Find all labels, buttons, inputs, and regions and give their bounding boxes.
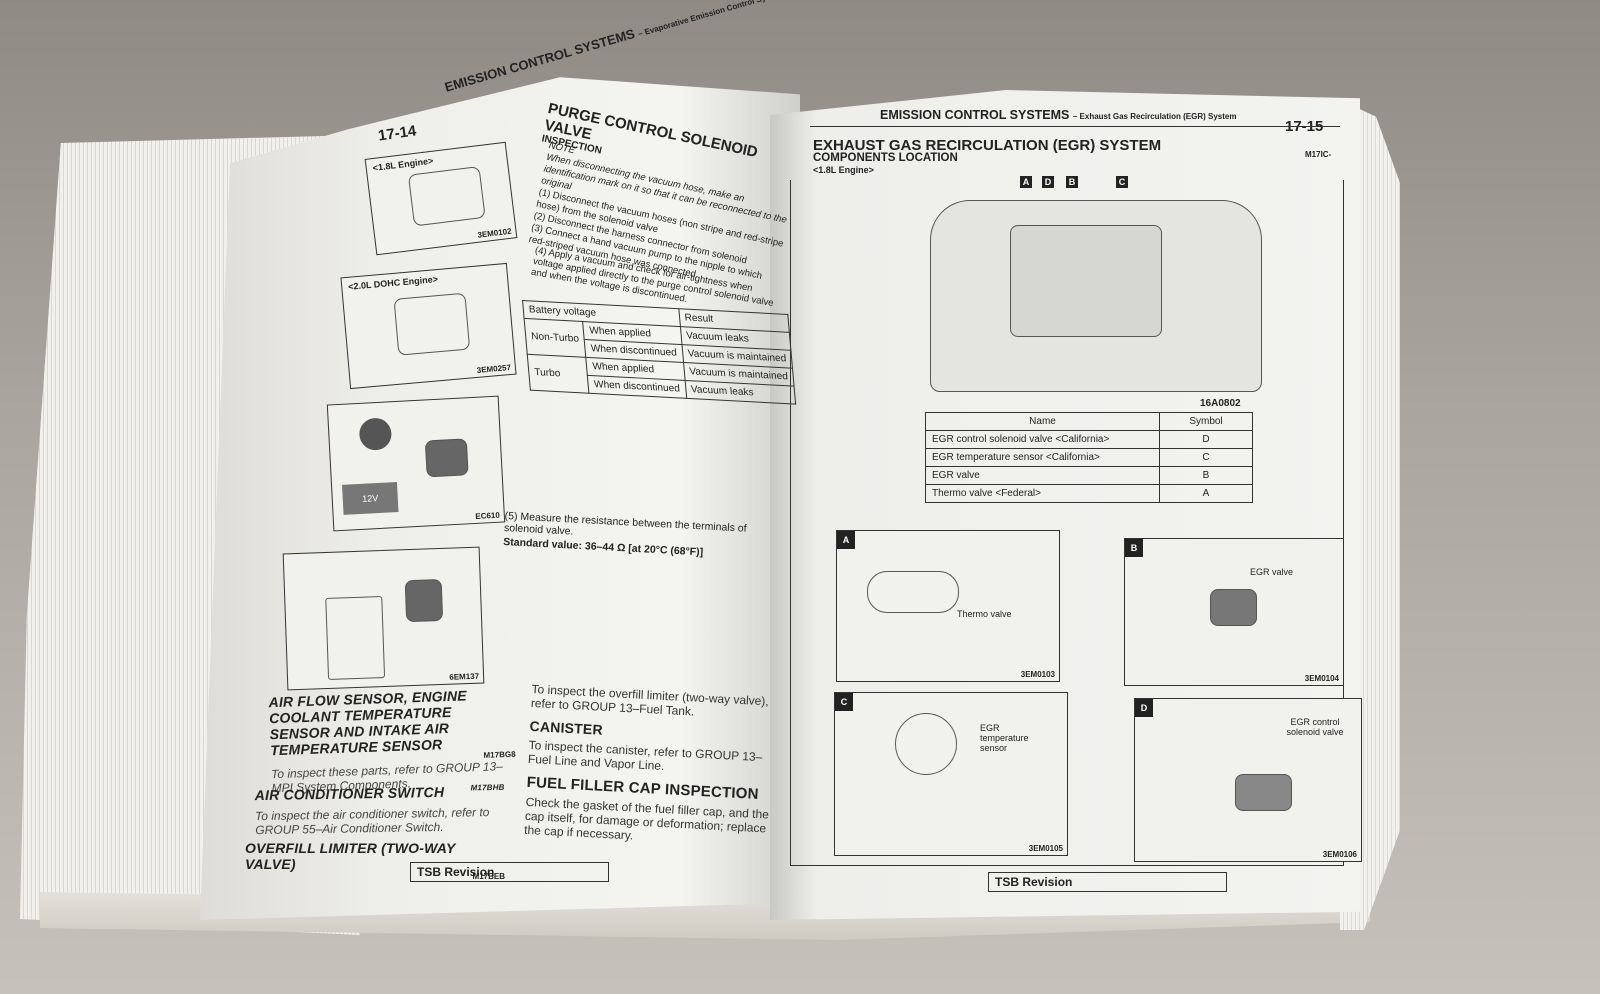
figure-tag: B xyxy=(1125,539,1143,557)
header-title: EMISSION CONTROL SYSTEMS xyxy=(442,26,637,95)
section-text: Check the gasket of the fuel filler cap,… xyxy=(523,794,770,843)
engine-block-sketch xyxy=(1010,225,1162,337)
section-code: M17IC- xyxy=(1305,150,1332,159)
section-heading: AIR CONDITIONER SWITCH xyxy=(254,783,445,804)
table-cell: EGR temperature sensor <California> xyxy=(925,448,1160,467)
figure-code: 3EM0104 xyxy=(1304,674,1339,683)
detail-figure-d: D EGR control solenoid valve 3EM0106 xyxy=(1134,698,1362,862)
left-page-content: 17-14 EMISSION CONTROL SYSTEMS – Evapora… xyxy=(245,0,810,910)
engine-sketch xyxy=(407,166,486,227)
diagram-tag: D xyxy=(1042,176,1054,188)
figure-label: EGR valve xyxy=(1250,567,1294,577)
header-subtitle: – Evaporative Emission Control System xyxy=(637,0,785,39)
figure-battery-test: 12V EC610 xyxy=(326,395,506,532)
page-header: EMISSION CONTROL SYSTEMS – Evaporative E… xyxy=(443,0,785,95)
header-title: EMISSION CONTROL SYSTEMS xyxy=(880,108,1070,122)
table-row: EGR control solenoid valve <California>D xyxy=(925,430,1253,449)
figure-2-0l-engine: <2.0L DOHC Engine> 3EM0257 xyxy=(340,262,517,390)
figure-tag: A xyxy=(837,531,855,549)
figure-label: EGR temperature sensor xyxy=(980,723,1029,753)
table-row: Thermo valve <Federal>A xyxy=(925,484,1253,503)
table-header: Name xyxy=(925,412,1160,431)
table-cell: When discontinued xyxy=(587,375,687,399)
figure-tag: C xyxy=(835,693,853,711)
header-subtitle: – Exhaust Gas Recirculation (EGR) System xyxy=(1072,112,1237,121)
table-header: Symbol xyxy=(1159,412,1253,431)
figure-code: 3EM0102 xyxy=(476,226,513,240)
subsection-title: COMPONENTS LOCATION xyxy=(813,152,958,164)
tsb-revision-footer: TSB Revision xyxy=(410,862,609,882)
figure-code: 3EM0106 xyxy=(1322,850,1357,859)
figure-label: <2.0L DOHC Engine> xyxy=(347,274,439,292)
section-heading: AIR FLOW SENSOR, ENGINE COOLANT TEMPERAT… xyxy=(268,687,468,759)
table-cell: B xyxy=(1159,466,1253,485)
solenoid-sketch xyxy=(404,578,444,623)
figure-1-8l-engine: <1.8L Engine> 3EM0102 xyxy=(364,141,518,256)
section-heading: OVERFILL LIMITER (TWO-WAY VALVE) xyxy=(245,840,456,872)
figure-tag: D xyxy=(1135,699,1153,717)
engine-sketch xyxy=(393,292,471,356)
connector-sketch xyxy=(424,438,469,478)
detail-figure-a: A Thermo valve 3EM0103 xyxy=(836,530,1060,682)
section-text: To inspect the overfill limiter (two-way… xyxy=(530,682,770,719)
hose-sketch xyxy=(867,571,959,613)
right-page-header: EMISSION CONTROL SYSTEMS – Exhaust Gas R… xyxy=(880,108,1236,122)
engine-label: <1.8L Engine> xyxy=(813,165,874,175)
page-frame xyxy=(790,180,1344,866)
table-cell: EGR valve xyxy=(925,466,1160,485)
figure-code: 6EM137 xyxy=(449,671,480,682)
diagram-tag: C xyxy=(1116,176,1128,188)
diagram-code: 16A0802 xyxy=(1200,398,1241,409)
table-cell: EGR control solenoid valve <California> xyxy=(925,430,1160,449)
figure-code: EC610 xyxy=(475,510,501,521)
header-rule xyxy=(810,126,1340,127)
diagram-tag: B xyxy=(1066,176,1078,188)
section-code: M17BEB xyxy=(472,872,505,881)
solenoid-sketch xyxy=(1235,774,1292,811)
table-cell: D xyxy=(1159,430,1253,449)
detail-figure-b: B EGR valve 3EM0104 xyxy=(1124,538,1344,686)
tsb-revision-footer: TSB Revision xyxy=(988,872,1227,892)
ac-switch-section: AIR CONDITIONER SWITCH M17BHB To inspect… xyxy=(255,783,506,837)
detail-figure-c: C EGR temperature sensor 3EM0105 xyxy=(834,692,1068,856)
table-cell: Thermo valve <Federal> xyxy=(925,484,1160,503)
section-code: M17BHB xyxy=(470,782,505,793)
solenoid-sketch xyxy=(358,417,393,451)
figure-code: 3EM0105 xyxy=(1028,844,1063,853)
egr-valve-sketch xyxy=(1210,589,1257,626)
ohmmeter-sketch xyxy=(325,596,386,680)
figure-label: EGR control solenoid valve xyxy=(1286,717,1344,737)
table-cell: C xyxy=(1159,448,1253,467)
figure-code: 3EM0103 xyxy=(1020,670,1055,679)
overfill-section: OVERFILL LIMITER (TWO-WAY VALVE) M17BEB xyxy=(245,840,505,881)
figure-label: Thermo valve xyxy=(957,609,1012,619)
right-column: To inspect the overfill limiter (two-way… xyxy=(524,682,782,850)
table-cell: Non-Turbo xyxy=(524,318,587,358)
step-5: (5) Measure the resistance between the t… xyxy=(503,510,785,563)
diagram-tag: A xyxy=(1020,176,1032,188)
section-title: EXHAUST GAS RECIRCULATION (EGR) SYSTEM xyxy=(813,137,1162,154)
table-cell: Turbo xyxy=(527,354,590,394)
figure-ohmmeter-test: 6EM137 xyxy=(282,546,485,691)
sensor-section: AIR FLOW SENSOR, ENGINE COOLANT TEMPERAT… xyxy=(268,686,516,795)
page-number: 17-14 xyxy=(377,122,418,145)
section-text: To inspect the air conditioner switch, r… xyxy=(254,805,490,838)
sensor-sketch xyxy=(895,713,957,775)
figure-label: <1.8L Engine> xyxy=(372,155,434,174)
battery-12v: 12V xyxy=(342,482,399,515)
figure-code: 3EM0257 xyxy=(476,362,512,375)
table-cell: A xyxy=(1159,484,1253,503)
engine-bay-diagram: A D B C 16A0802 xyxy=(930,176,1265,409)
table-row: EGR temperature sensor <California>C xyxy=(925,448,1253,467)
